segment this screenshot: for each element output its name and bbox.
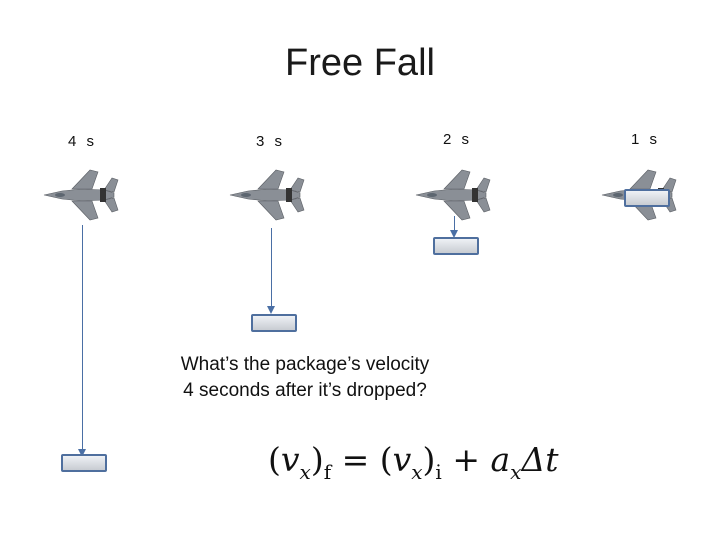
package-icon bbox=[251, 314, 297, 332]
drop-path-line bbox=[82, 225, 83, 451]
question-text: What’s the package’s velocity 4 seconds … bbox=[150, 352, 460, 404]
eq-lhs-sub: x bbox=[299, 460, 311, 484]
eq-lhs-outer-sub: f bbox=[323, 460, 332, 484]
package-icon bbox=[433, 237, 479, 255]
velocity-equation: (vx)f = (vx)i + axΔt bbox=[268, 440, 559, 484]
question-line-1: What’s the package’s velocity bbox=[180, 354, 430, 375]
eq-delta-t: Δt bbox=[521, 440, 559, 479]
eq-rhs-outer-sub: i bbox=[435, 460, 442, 484]
time-label-2s: 2 s bbox=[443, 131, 473, 148]
fighter-jet-icon bbox=[229, 169, 305, 221]
drop-path-line bbox=[454, 216, 455, 233]
package-icon bbox=[61, 454, 107, 472]
eq-rhs-var: v bbox=[392, 440, 412, 479]
drop-path-line bbox=[271, 228, 272, 308]
eq-accel: a bbox=[490, 440, 511, 479]
package-icon bbox=[624, 189, 670, 207]
fighter-jet-icon bbox=[415, 169, 491, 221]
eq-lhs-var: v bbox=[280, 440, 300, 479]
question-line-2: 4 seconds after it’s dropped? bbox=[183, 380, 427, 401]
eq-rhs-sub: x bbox=[411, 460, 423, 484]
time-label-1s: 1 s bbox=[631, 131, 661, 148]
eq-accel-sub: x bbox=[510, 460, 522, 484]
slide-title: Free Fall bbox=[285, 42, 435, 84]
arrowhead-icon bbox=[78, 449, 86, 457]
time-label-4s: 4 s bbox=[68, 133, 98, 150]
arrowhead-icon bbox=[450, 230, 458, 238]
fighter-jet-icon bbox=[43, 169, 119, 221]
time-label-3s: 3 s bbox=[256, 133, 286, 150]
arrowhead-icon bbox=[267, 306, 275, 314]
